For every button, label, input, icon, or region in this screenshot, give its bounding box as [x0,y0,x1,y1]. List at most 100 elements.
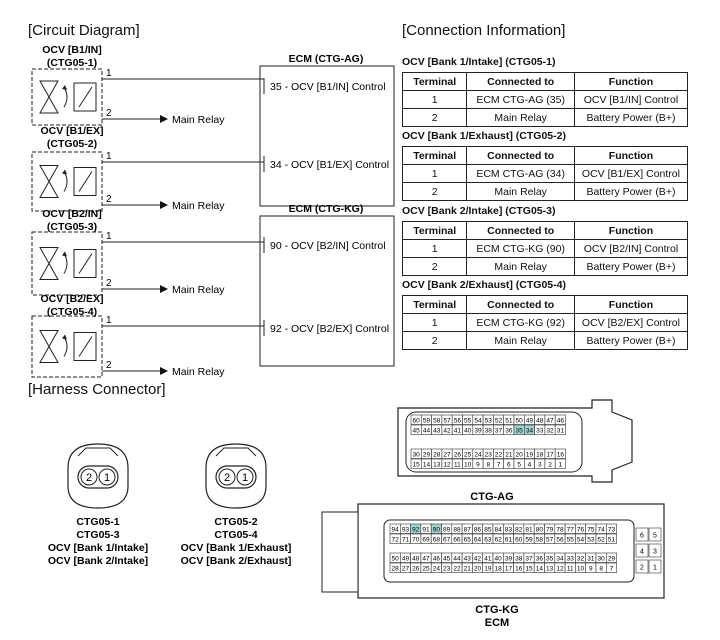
ctg-kg-pin-number: 53 [587,537,595,544]
ctg-ag-pin-number: 21 [505,452,513,459]
valve-icon [39,80,59,114]
ctg-kg-pin-number: 37 [525,556,533,563]
arrow-icon [62,251,67,257]
ctg-kg-pin-number: 78 [556,527,564,534]
ctg-kg-pin-number: 7 [610,566,614,573]
pin-socket [218,468,236,486]
spring-icon [63,86,68,108]
ctg-kg-pin-number: 58 [536,537,544,544]
ctg-kg-pin-number: 13 [546,566,554,573]
ctg-ag-pin-number: 16 [557,452,565,459]
ctg-kg-pin-cell [605,552,617,563]
ctg-kg-pin-number: 43 [464,556,472,563]
connector-latch [77,447,119,457]
ctg-kg-pin-number: 81 [525,527,533,534]
ctg-kg-pin-number: 15 [525,566,533,573]
connection-table-title: OCV [Bank 1/Intake] (CTG05-1) [402,56,556,68]
coil-line [78,86,93,108]
ctg-ag-pin-number: 11 [454,462,461,469]
ctg-kg-pin-number: 14 [536,566,544,573]
ctg-ag-pin-number: 56 [454,418,462,425]
spring-icon [63,171,68,192]
ctg-ag-pin-number: 17 [546,452,554,459]
table-cell: 2 [401,257,468,276]
ocv-name: OCV [B1/EX] [40,125,103,137]
ctg-ag-pin-cell [554,458,566,469]
ctg-kg-pin-number: 90 [433,527,441,534]
ctg-ag-pin-number: 12 [443,462,451,469]
ctg-kg-pin-number: 87 [464,527,472,534]
connection-table-title: OCV [Bank 2/Exhaust] (CTG05-4) [402,279,566,291]
valve-icon [39,247,59,280]
ctg-ag-pin-number: 36 [505,428,513,435]
ctg-kg-pin-number: 79 [546,527,554,534]
connector-caption: OCV [Bank 2/Intake] [48,555,148,567]
ctg-ag-pin-number: 5 [517,462,521,469]
table-cell: 1 [401,313,468,332]
coil-box [73,249,97,278]
table-header-cell: Connected to [466,146,575,165]
ctg-ag-pin-number: 4 [528,462,532,469]
ocv-name: OCV [B2/IN] [42,208,102,220]
table-cell: Main Relay [466,108,575,127]
table-cell: Battery Power (B+) [573,331,689,350]
table-header-cell: Connected to [466,221,575,240]
ctg-ag-pin-number: 2 [548,462,552,469]
pin1-number: 1 [106,151,112,162]
pin-socket [98,468,116,486]
ctg-kg-pin-number: 71 [402,537,410,544]
ctg-kg-pin-number: 91 [422,527,430,534]
ecm-pin-label: 34 - OCV [B1/EX] Control [270,159,389,171]
pin2-number: 2 [106,194,112,205]
ctg-kg-pin-number: 42 [474,556,482,563]
ctg-kg-pin-number: 24 [433,566,441,573]
connector-caption: CTG05-3 [76,529,119,541]
ctg-kg-pin-number: 80 [536,527,544,534]
ctg-ag-pin-number: 41 [454,428,462,435]
table-header-cell: Terminal [401,146,468,165]
table-cell: ECM CTG-AG (34) [466,164,575,183]
ctg-kg-pin-number: 26 [412,566,420,573]
ctg-kg-pin-number: 89 [443,527,451,534]
ctg-ag-pin-number: 9 [476,462,480,469]
connector-latch [215,447,257,457]
table-cell: 2 [401,182,468,201]
table-header-cell: Terminal [401,72,468,91]
ocv-name: OCV [B1/IN] [42,44,102,56]
ctg-kg-pin-number: 85 [484,527,492,534]
ctg-kg-side-pin-cell [635,559,649,574]
coil-box [73,82,97,112]
ctg-ag-pin-number: 1 [559,462,563,469]
ctg-ag-pin-number: 23 [485,452,493,459]
ctg-ag-pin-number: 49 [526,418,534,425]
ctg-ag-pin-number: 53 [485,418,493,425]
connection-table-title: OCV [Bank 2/Intake] (CTG05-3) [402,205,556,217]
spring-icon [63,253,68,274]
table-cell: Main Relay [466,257,575,276]
ctg-kg-pin-number: 19 [484,566,492,573]
ecm-title: ECM (CTG-AG) [289,53,364,65]
table-cell: 1 [401,90,468,109]
ctg-kg-pin-number: 12 [556,566,564,573]
coil-box [73,332,97,361]
arrow-icon [62,85,67,90]
pin-number: 2 [224,472,230,484]
arrow-icon [62,334,67,340]
ctg-kg-pin-number: 34 [556,556,564,563]
ctg-ag-pin-number: 13 [433,462,441,469]
ctg-ag-pin-number: 52 [495,418,503,425]
ctg-kg-pin-number: 72 [392,537,400,544]
ctg-kg-pin-cell [605,562,617,573]
valve-icon [39,330,59,363]
coil-line [78,253,93,274]
ctg-kg-pin-cell [605,533,617,544]
ctg-ag-pin-number: 38 [485,428,493,435]
ctg-kg-pin-number: 10 [577,566,585,573]
arrow-icon [160,367,168,375]
ctg-kg-pin-number: 36 [536,556,544,563]
pin2-number: 2 [106,278,112,289]
